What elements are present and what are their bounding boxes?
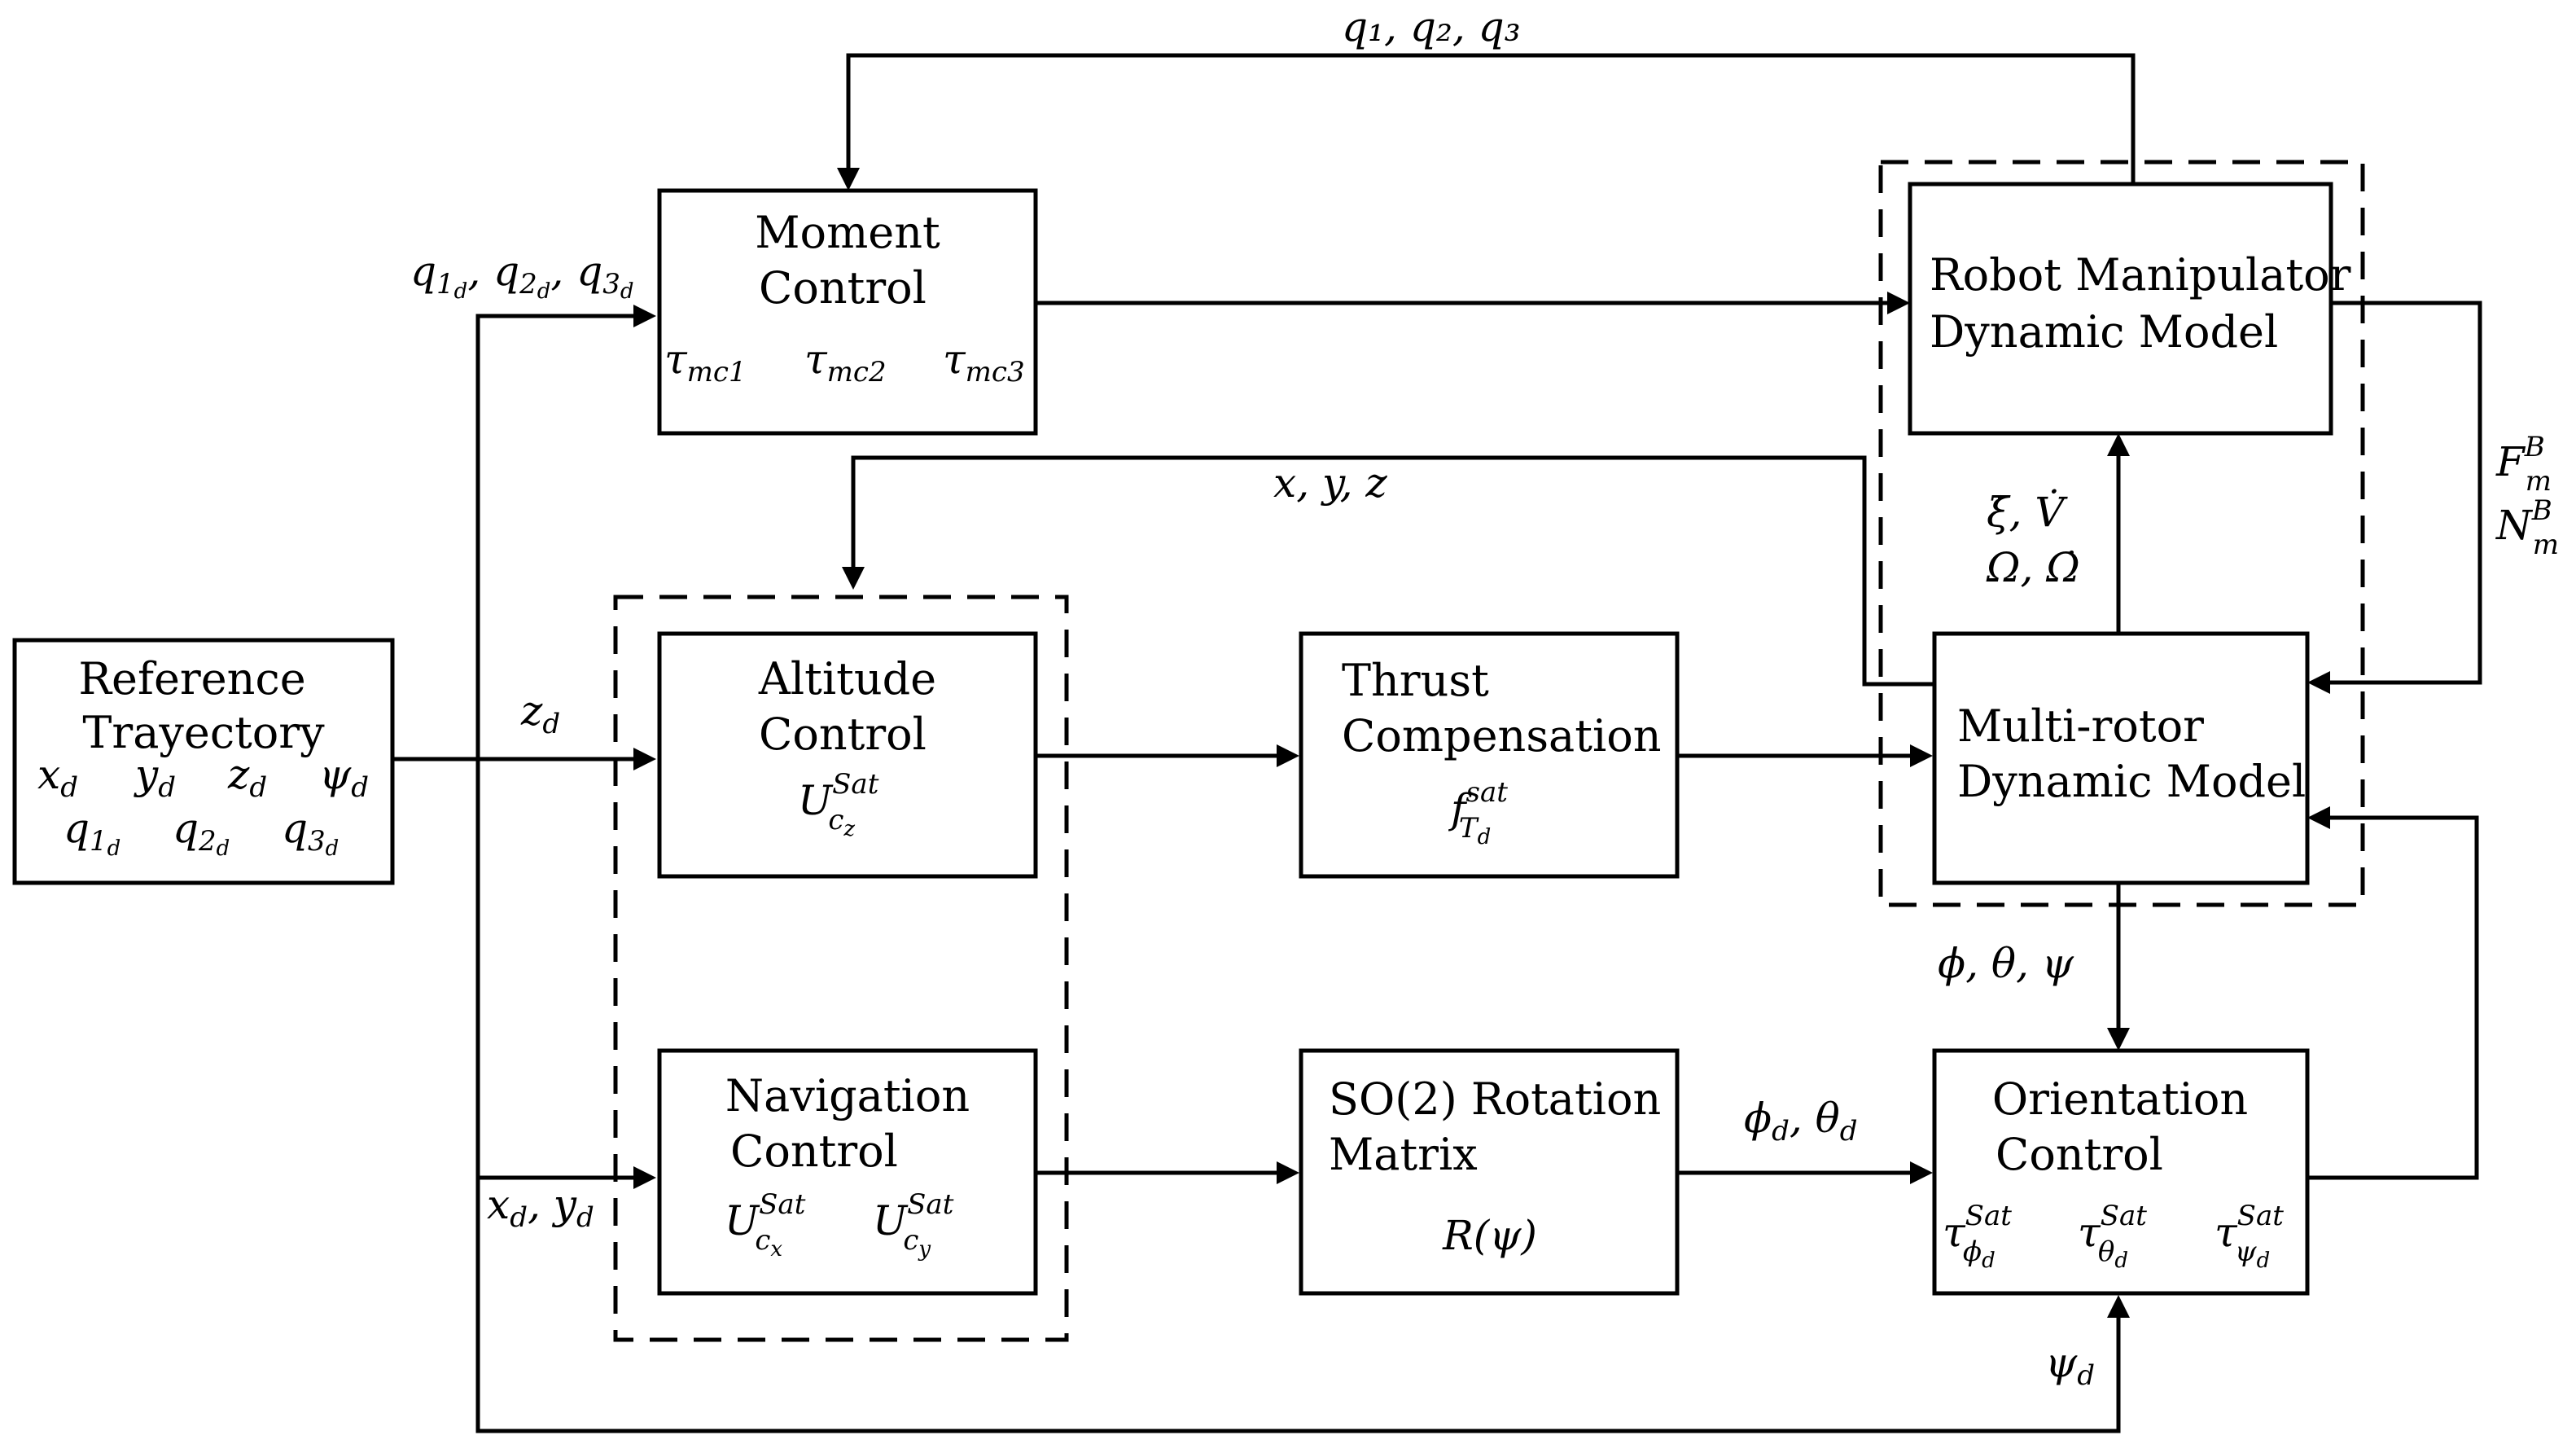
tau-mc3: τmc3 [943,336,1025,388]
ref-yd: yd [134,751,176,804]
label-zd: zd [520,687,560,740]
label-omega: Ω, Ω̇ [1986,544,2080,591]
ref-zd: zd [227,751,267,804]
navigation-control-title: Navigation [725,1070,970,1121]
tau-mc2: τmc2 [804,336,887,388]
position-control-group [613,595,1069,1342]
label-attitude: ϕ, θ, ψ [1938,940,2074,987]
label-xyz: x, y, z [1273,459,1387,507]
manipulator-multirotor-group [1878,160,2365,907]
tau-mc1: τmc1 [664,336,747,388]
orientation-control-title-2: Control [1996,1129,2163,1180]
label-phid-thetad: ϕd, θd [1744,1095,1858,1148]
thrust-compensation-title: Thrust [1342,655,1489,706]
ref-psid: ψd [319,751,369,804]
multirotor-block: Multi-rotor Dynamic Model [1932,631,2310,885]
label-psid: ψd [2045,1339,2095,1392]
altitude-control-title-2: Control [759,709,927,760]
moment-control-title-2: Control [759,262,927,314]
multirotor-title-2: Dynamic Model [1957,756,2306,807]
thrust-compensation-title-2: Compensation [1342,710,1662,762]
multirotor-title: Multi-rotor [1957,700,2204,752]
reference-title-2: Trayectory [82,707,325,758]
label-xi-dot-v-dot: ξ̇, V̇ [1987,488,2068,536]
rotation-matrix-block: SO(2) Rotation Matrix R(ψ) [1299,1048,1680,1296]
ref-q3d: q3d [282,805,339,861]
reference-block: Reference Trayectory xd yd zd ψd q1d q2d… [12,638,395,885]
navigation-control-title-2: Control [730,1126,898,1177]
label-q-desired: q1d, q2d, q3d [410,248,634,304]
orientation-control-title: Orientation [1992,1073,2248,1125]
ref-xd: xd [37,751,78,804]
robot-manipulator-title-2: Dynamic Model [1930,306,2278,358]
label-q-feedback: q₁, q₂, q₃ [1342,3,1521,50]
r-psi: R(ψ) [1442,1212,1537,1259]
ref-q2d: q2d [173,805,230,861]
signal-wires [392,53,2482,1433]
rotation-matrix-title: SO(2) Rotation [1329,1073,1661,1125]
moment-control-block: Moment Control τmc1 τmc2 τmc3 [657,188,1038,436]
rotation-matrix-title-2: Matrix [1329,1129,1478,1180]
altitude-control-title: Altitude [758,653,936,704]
robot-manipulator-title: Robot Manipulator [1930,249,2351,301]
robot-manipulator-block: Robot Manipulator Dynamic Model [1908,182,2351,436]
reference-title: Reference [78,653,305,704]
ref-q1d: q1d [64,805,120,861]
moment-control-title: Moment [755,207,940,258]
label-xd-yd: xd, yd [487,1181,594,1234]
